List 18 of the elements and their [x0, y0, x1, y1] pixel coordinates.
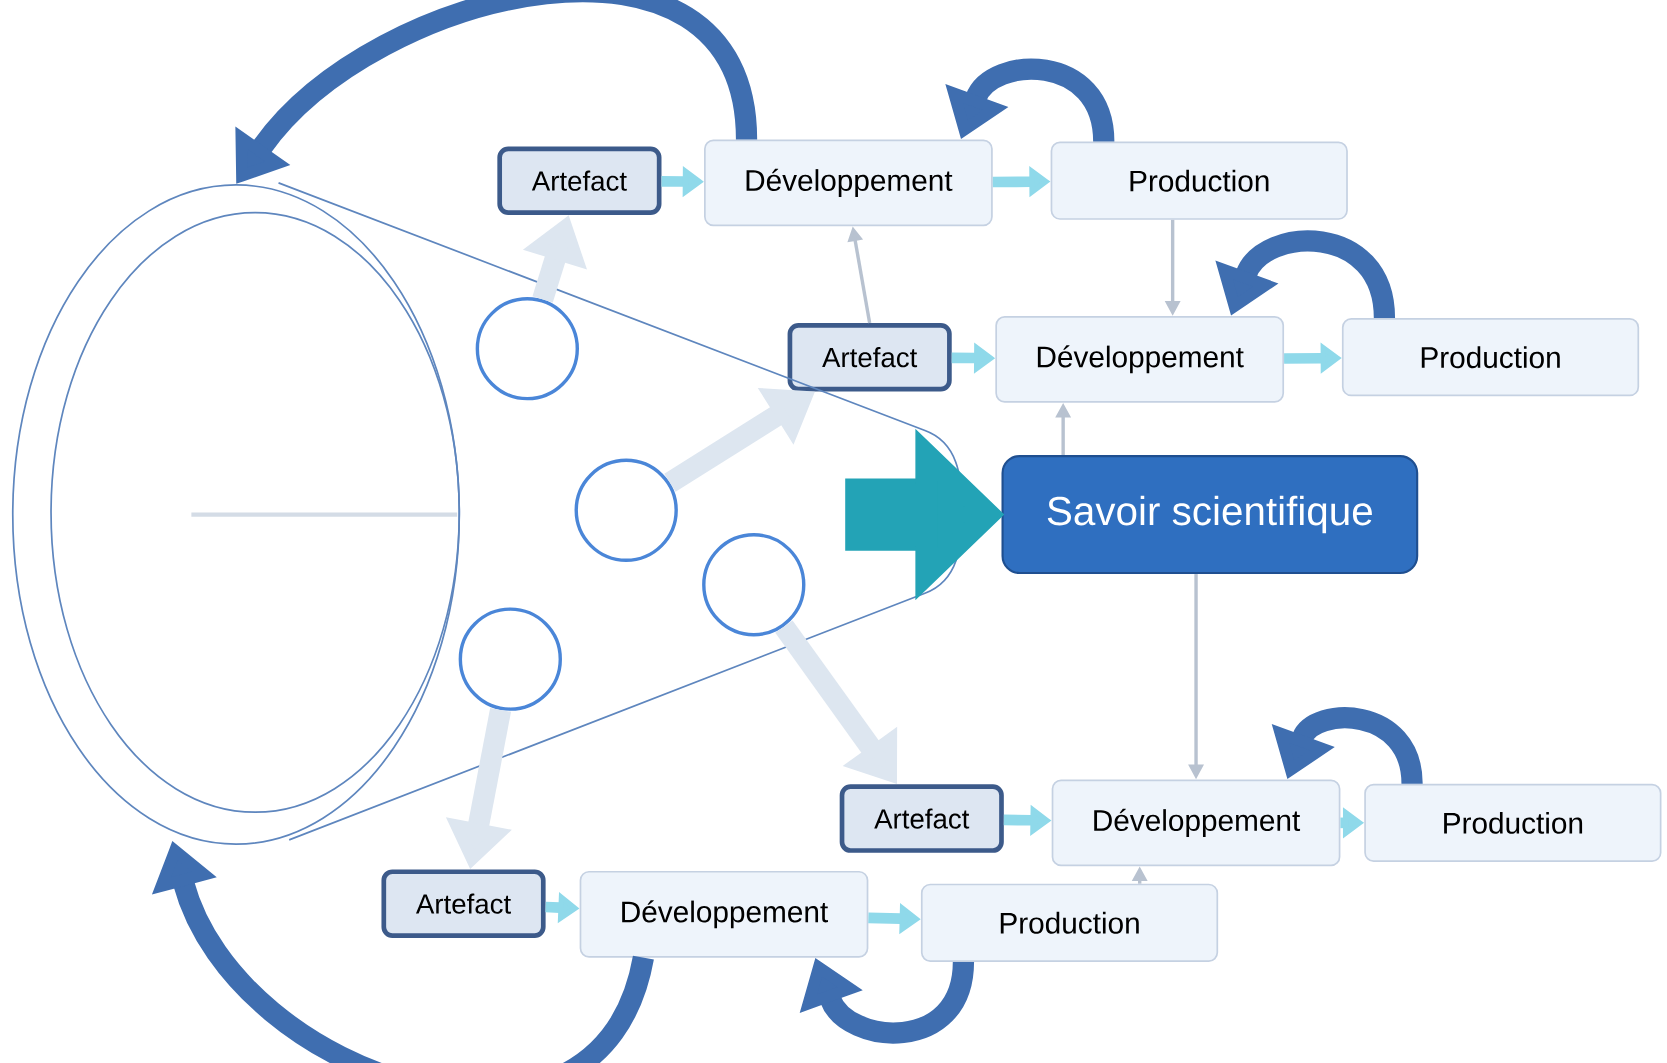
lens-drawing: [11, 184, 461, 845]
circle-node: [702, 532, 806, 637]
process-box: Production: [1050, 141, 1348, 220]
process-box: Développement: [704, 139, 993, 227]
artefact-box: Artefact: [787, 322, 952, 392]
process-box: Développement: [579, 870, 869, 958]
process-box: Production: [1364, 783, 1662, 862]
artefact-box: Artefact: [497, 146, 662, 215]
knowledge-box: Savoir scientifique: [1001, 454, 1419, 574]
process-box: Production: [1341, 318, 1640, 397]
process-box: Production: [920, 883, 1219, 962]
process-box: Développement: [1051, 779, 1341, 867]
circle-node: [458, 607, 562, 711]
process-box: Développement: [995, 315, 1285, 403]
artefact-box: Artefact: [381, 869, 546, 938]
artefact-box: Artefact: [839, 784, 1004, 853]
circle-node: [574, 458, 678, 562]
circle-node: [475, 296, 579, 401]
